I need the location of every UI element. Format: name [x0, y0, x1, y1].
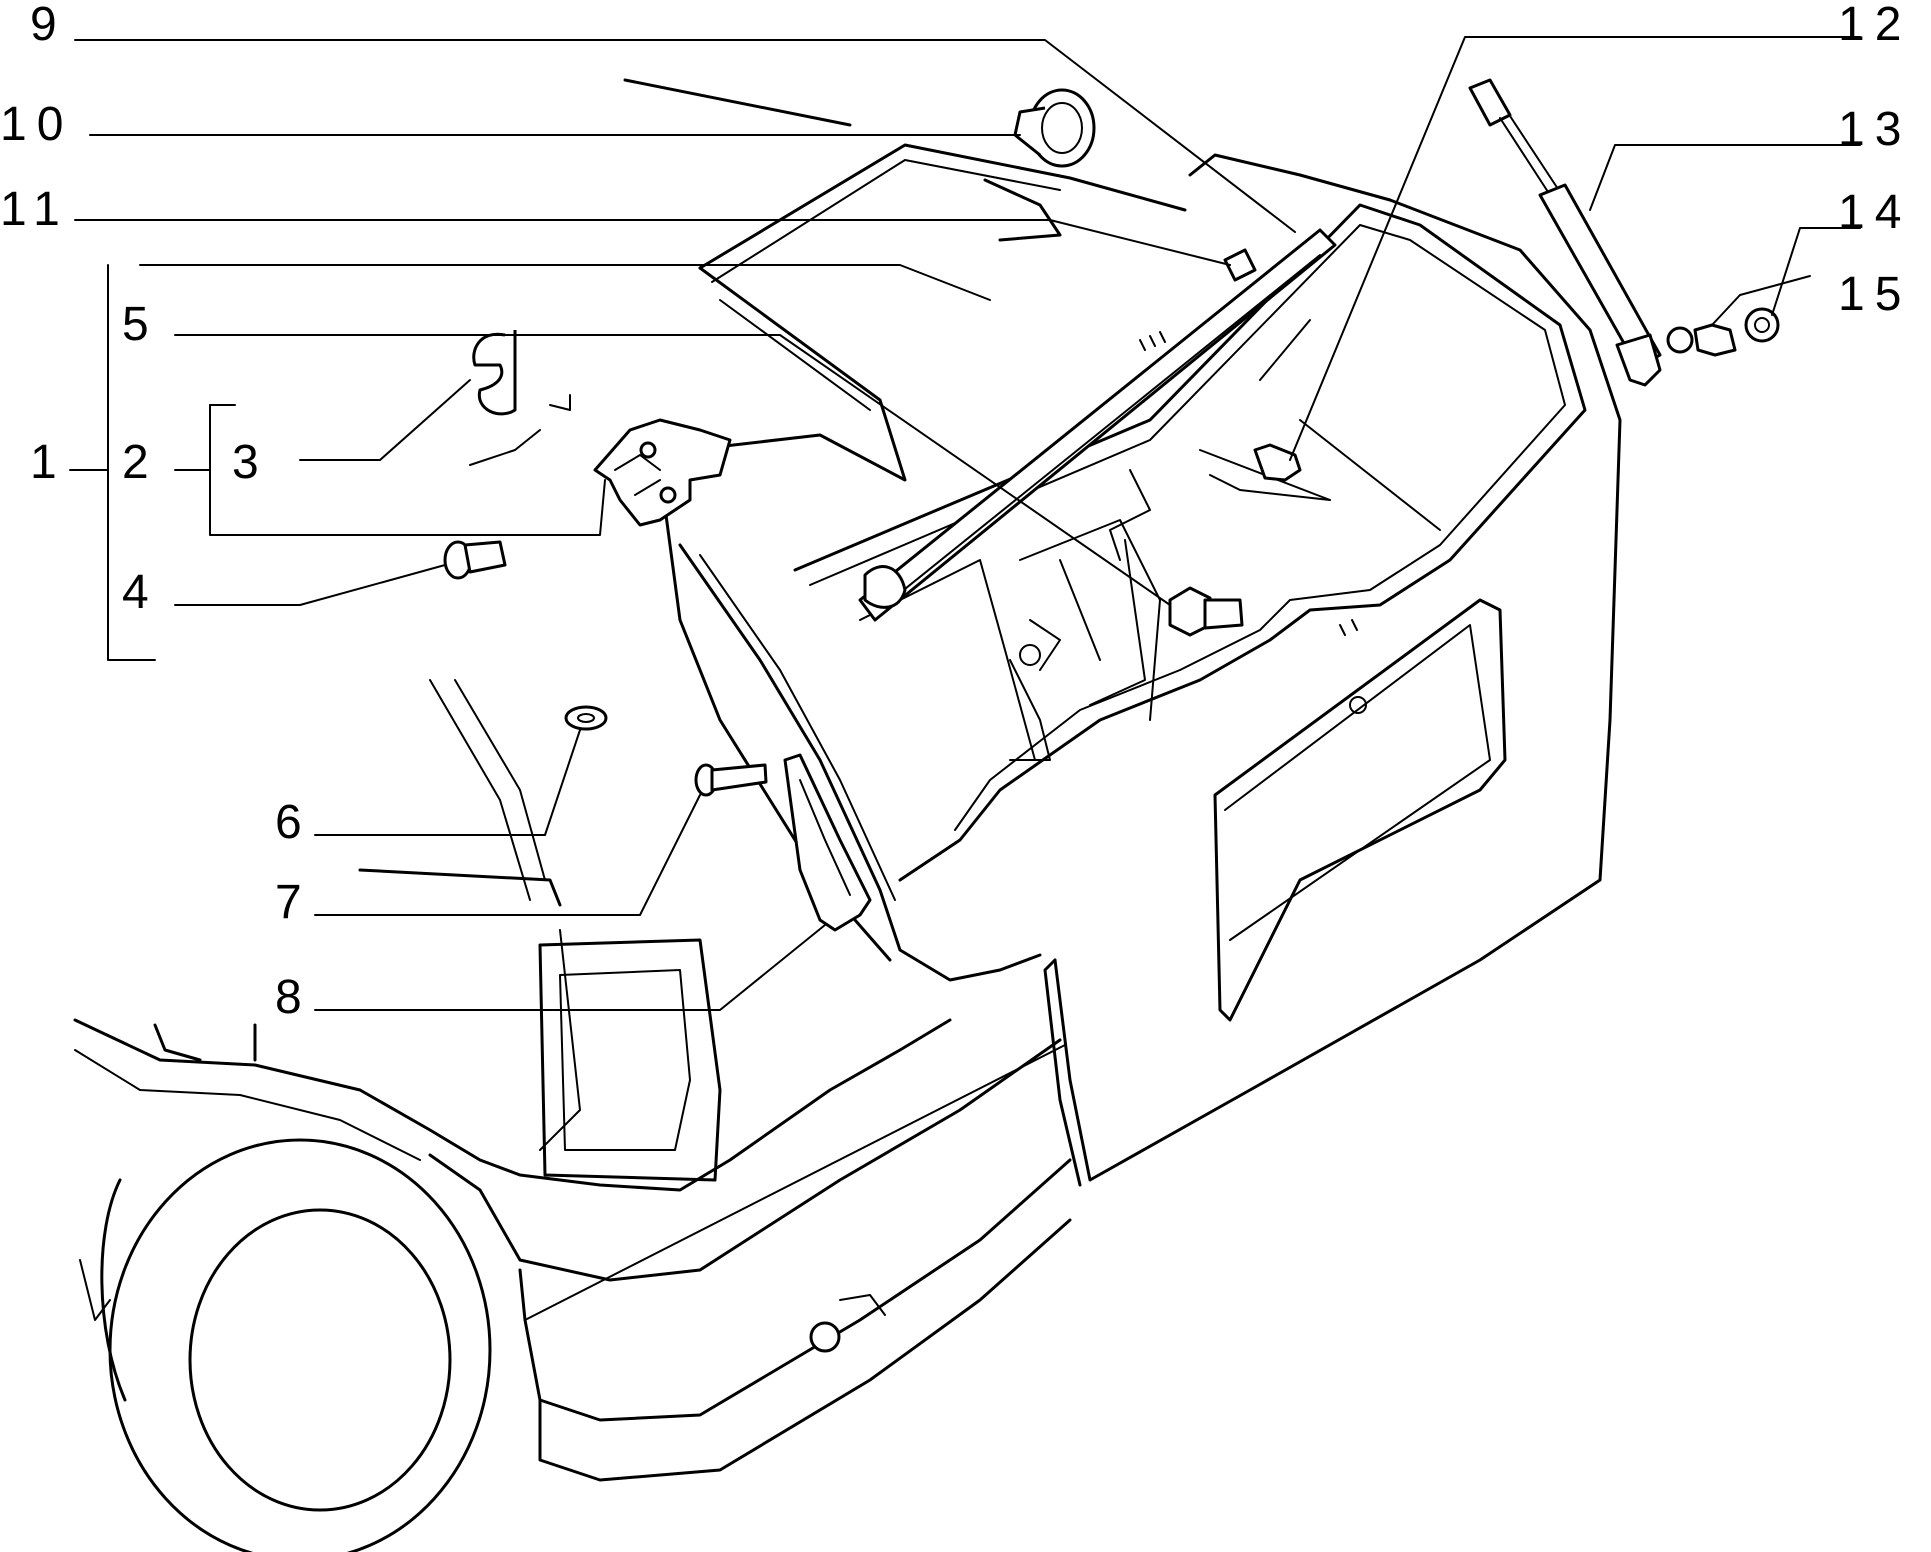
part-8-seal: [783, 753, 872, 932]
parts-drawing: [443, 78, 1780, 932]
callout-4: 4: [122, 566, 159, 619]
part-6-washer: [564, 705, 608, 731]
callout-10: 10: [0, 98, 73, 151]
callout-15: 15: [1838, 268, 1911, 321]
leader-lines: [69, 36, 1861, 1011]
callout-5: 5: [122, 298, 159, 351]
part-14-nut: [1744, 307, 1780, 343]
part-12-buffer: [1253, 443, 1302, 482]
part-10-plug: [1013, 88, 1096, 168]
callout-13: 13: [1838, 103, 1911, 156]
callout-7: 7: [275, 876, 312, 929]
part-5-bolt: [1168, 586, 1244, 637]
part-7-screw: [694, 763, 768, 797]
callout-11: 11: [0, 183, 70, 236]
callout-14: 14: [1838, 186, 1911, 239]
callout-labels: 9 10 11 1 2 3 4 5 6 7 8 12 13 14 15: [0, 0, 1911, 1024]
part-2-hinge-bracket: [593, 418, 732, 527]
callout-2: 2: [122, 436, 159, 489]
part-11-clip: [1223, 248, 1257, 282]
callout-12: 12: [1838, 0, 1911, 51]
part-4-bolt: [443, 540, 507, 580]
part-13-gas-strut: [1468, 78, 1662, 387]
part-15-ball-stud: [1666, 323, 1737, 357]
callout-8: 8: [275, 971, 312, 1024]
part-3-clip: [472, 330, 517, 416]
callout-3: 3: [232, 436, 269, 489]
callout-1: 1: [30, 436, 67, 489]
callout-9: 9: [30, 0, 67, 51]
callout-6: 6: [275, 796, 312, 849]
car-body-drawing: [73, 78, 1622, 1552]
